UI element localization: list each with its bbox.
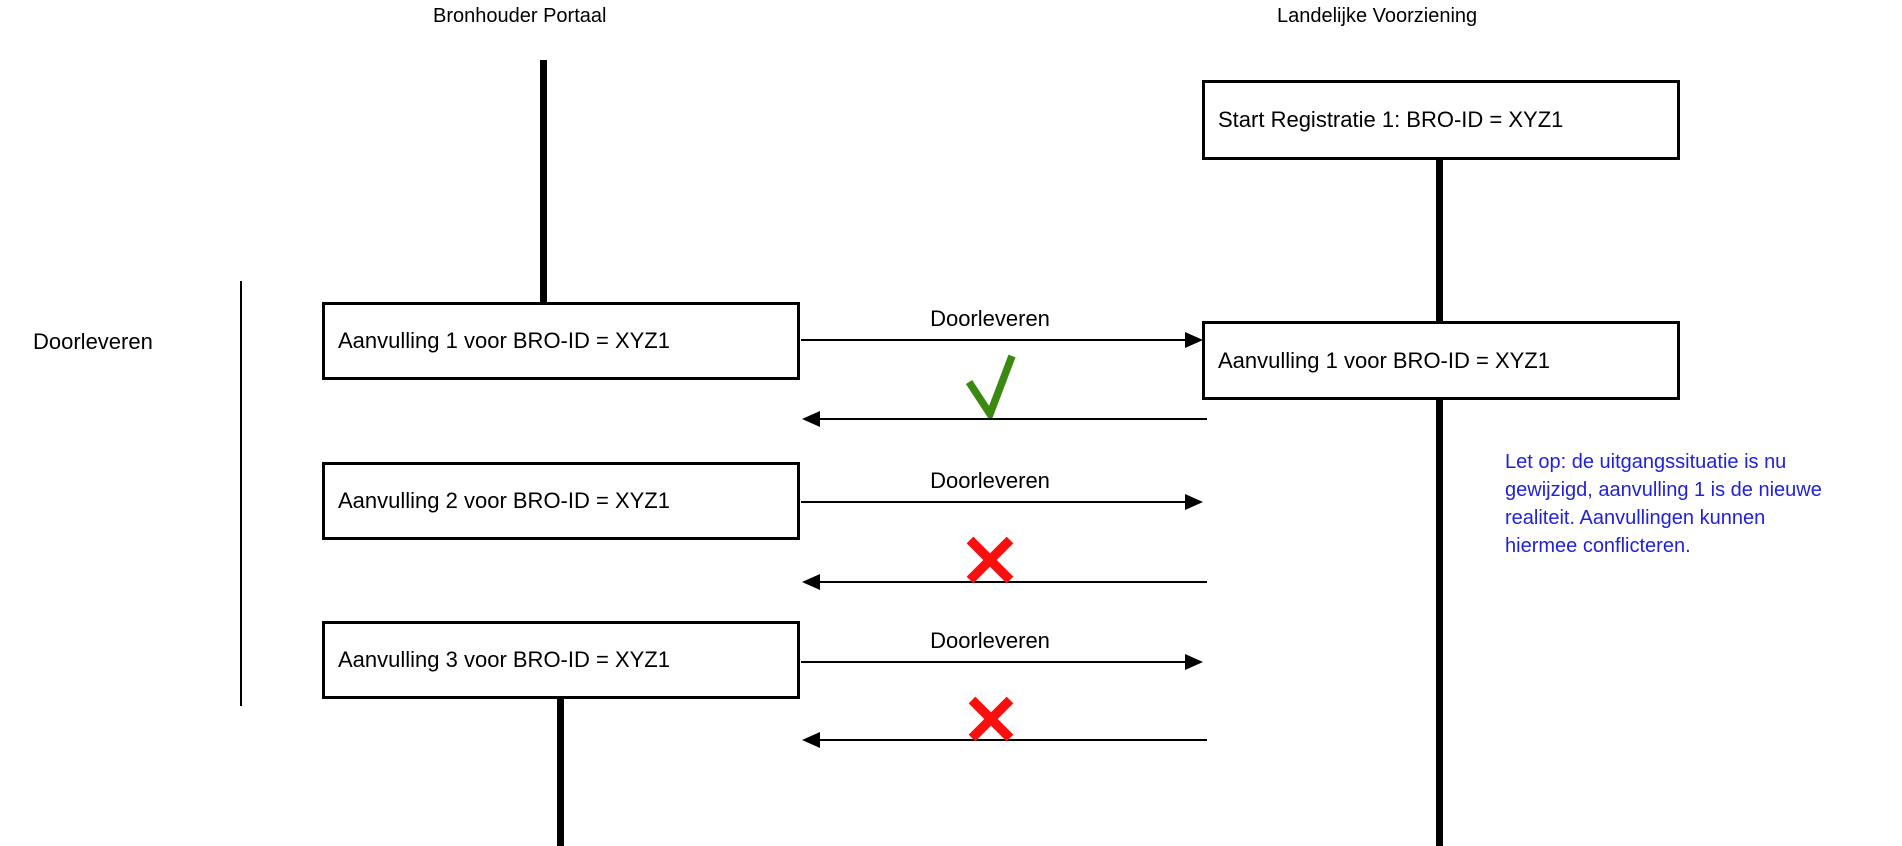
- landelijke-lifeline: [1436, 160, 1443, 846]
- row1-return-arrow-line: [820, 418, 1207, 420]
- row1-forward-arrow-line: [801, 339, 1187, 341]
- note-line-4: hiermee conflicteren.: [1505, 535, 1691, 557]
- row1-return-arrowhead-icon: [802, 411, 820, 427]
- aanvulling-2-left-box: Aanvulling 2 voor BRO-ID = XYZ1: [322, 462, 800, 540]
- note-line-2: gewijzigd, aanvulling 1 is de nieuwe: [1505, 479, 1822, 501]
- start-registratie-box: Start Registratie 1: BRO-ID = XYZ1: [1202, 80, 1680, 160]
- bronhouder-lifeline-top-segment: [540, 60, 547, 302]
- success-check-icon: [965, 354, 1016, 418]
- aanvulling-1-right-box: Aanvulling 1 voor BRO-ID = XYZ1: [1202, 321, 1680, 400]
- row2-return-arrowhead-icon: [802, 574, 820, 590]
- bronhouder-lifeline-bottom-segment: [557, 697, 564, 846]
- conflict-note-text: Let op: de uitgangssituatie is nu gewijz…: [1505, 448, 1902, 560]
- row2-forward-arrow-line: [801, 501, 1187, 503]
- row3-doorleveren-arrow-label: Doorleveren: [930, 628, 1050, 653]
- row1-doorleveren-arrow-label: Doorleveren: [930, 306, 1050, 331]
- row2-return-arrow-line: [820, 581, 1207, 583]
- aanvulling-2-left-box-label: Aanvulling 2 voor BRO-ID = XYZ1: [338, 488, 670, 513]
- aanvulling-3-left-box: Aanvulling 3 voor BRO-ID = XYZ1: [322, 621, 800, 699]
- note-line-3: realiteit. Aanvullingen kunnen: [1505, 507, 1766, 529]
- aanvulling-3-left-box-label: Aanvulling 3 voor BRO-ID = XYZ1: [338, 647, 670, 672]
- row2-doorleveren-arrow-label: Doorleveren: [930, 468, 1050, 493]
- actor-label-bronhouder-portaal: Bronhouder Portaal: [433, 5, 607, 27]
- row1-forward-arrowhead-icon: [1185, 332, 1203, 348]
- row2-fail-x-icon: [966, 536, 1014, 584]
- note-line-1: Let op: de uitgangssituatie is nu: [1505, 451, 1787, 473]
- row3-forward-arrow-line: [801, 661, 1187, 663]
- doorleveren-group-label: Doorleveren: [33, 329, 153, 354]
- row3-forward-arrowhead-icon: [1185, 654, 1203, 670]
- actor-label-landelijke-voorziening: Landelijke Voorziening: [1277, 5, 1478, 27]
- aanvulling-1-left-box-label: Aanvulling 1 voor BRO-ID = XYZ1: [338, 328, 670, 353]
- doorleveren-group-bracket: [240, 281, 242, 706]
- start-registratie-box-label: Start Registratie 1: BRO-ID = XYZ1: [1218, 107, 1564, 132]
- aanvulling-1-left-box: Aanvulling 1 voor BRO-ID = XYZ1: [322, 302, 800, 380]
- aanvulling-1-right-box-label: Aanvulling 1 voor BRO-ID = XYZ1: [1218, 347, 1550, 373]
- row3-return-arrow-line: [820, 739, 1207, 741]
- row2-forward-arrowhead-icon: [1185, 494, 1203, 510]
- row3-fail-x-icon: [968, 696, 1014, 742]
- row3-return-arrowhead-icon: [802, 732, 820, 748]
